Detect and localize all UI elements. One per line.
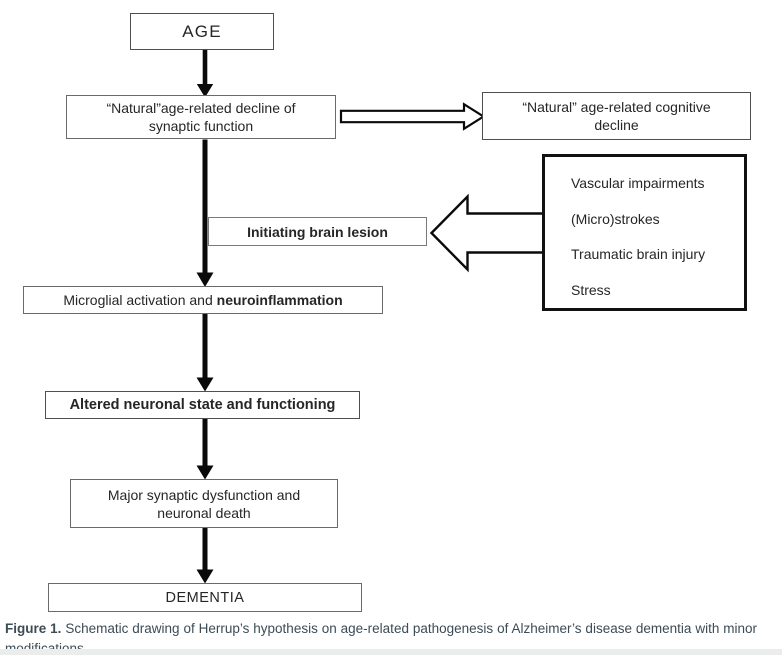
arrow-major-to-dementia-icon	[196, 527, 214, 584]
node-microglial-activation-bold-text: neuroinflammation	[216, 292, 343, 308]
node-major-synaptic-dysfunction: Major synaptic dysfunction and neuronal …	[70, 479, 338, 528]
arrow-microglial-to-altered-icon	[196, 313, 214, 392]
cause-item-tbi: Traumatic brain injury	[571, 246, 706, 262]
node-synaptic-decline-line2: synaptic function	[148, 118, 254, 134]
arrow-altered-to-major-icon	[196, 418, 214, 480]
node-cognitive-decline-line2: decline	[594, 117, 639, 133]
figure-caption-number: Figure 1.	[5, 621, 62, 636]
node-initiating-brain-lesion-label: Initiating brain lesion	[247, 223, 388, 240]
cause-item-stress: Stress	[571, 281, 611, 298]
node-altered-neuronal-state: Altered neuronal state and functioning	[45, 391, 360, 419]
node-microglial-activation: Microglial activation and neuroinflammat…	[23, 286, 383, 314]
node-age-label: AGE	[182, 21, 222, 41]
node-major-synaptic-dysfunction-line2: neuronal death	[157, 504, 251, 521]
cause-item-microstrokes: (Micro)strokes	[571, 210, 660, 227]
arrow-decline-to-microglial-icon	[196, 139, 214, 287]
arrow-causes-to-lesion-icon	[429, 193, 546, 273]
node-dementia: DEMENTIA	[48, 583, 362, 612]
node-age: AGE	[130, 13, 274, 50]
node-altered-neuronal-state-label: Altered neuronal state and functioning	[69, 397, 336, 413]
node-synaptic-decline-line1: “Natural”age-related decline of	[106, 100, 296, 116]
node-microglial-activation-text: Microglial activation and	[63, 292, 217, 308]
arrow-decline-to-cognitive-icon	[339, 102, 486, 131]
node-cognitive-decline-line1: “Natural” age-related cognitive	[522, 99, 711, 115]
node-major-synaptic-dysfunction-line1: Major synaptic dysfunction and	[107, 486, 301, 503]
node-cognitive-decline: “Natural” age-related cognitive decline	[482, 92, 751, 140]
node-lesion-causes: Vascular impairments (Micro)strokes Trau…	[542, 154, 747, 311]
page-break-strip	[0, 649, 782, 655]
node-initiating-brain-lesion: Initiating brain lesion	[208, 217, 427, 246]
node-synaptic-decline: “Natural”age-related decline of synaptic…	[66, 95, 336, 139]
cause-item-vascular: Vascular impairments	[571, 175, 705, 191]
node-dementia-label: DEMENTIA	[165, 589, 245, 606]
arrow-age-to-decline-icon	[196, 50, 214, 98]
